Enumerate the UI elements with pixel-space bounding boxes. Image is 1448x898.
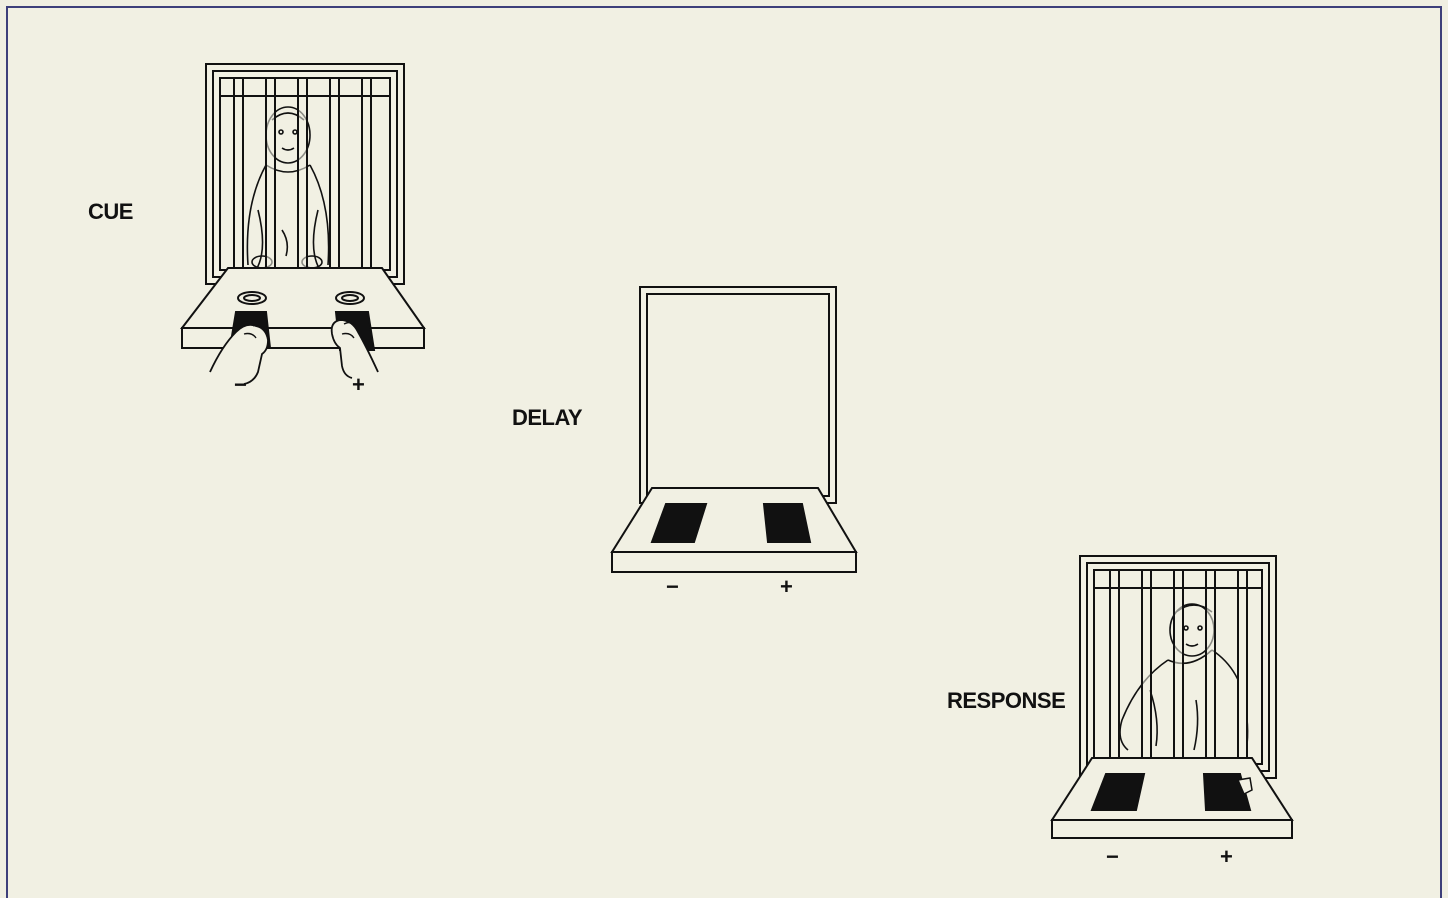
delay-plus-sign: +: [780, 574, 793, 599]
response-plus-sign: +: [1220, 844, 1233, 869]
response-cage: [1080, 556, 1276, 780]
delay-tray: [612, 488, 856, 572]
cue-tray: [182, 268, 424, 348]
delay-scene: [612, 287, 856, 572]
cue-minus-sign: −: [234, 372, 247, 397]
delay-minus-sign: −: [666, 574, 679, 599]
response-scene: [1052, 556, 1292, 838]
cue-scene: [182, 64, 424, 384]
cue-cage: [206, 64, 404, 284]
delay-cover-right: [764, 504, 810, 542]
response-tray: [1052, 758, 1292, 838]
response-minus-sign: −: [1106, 844, 1119, 869]
delay-screen: [640, 287, 836, 503]
cue-plus-sign: +: [352, 372, 365, 397]
